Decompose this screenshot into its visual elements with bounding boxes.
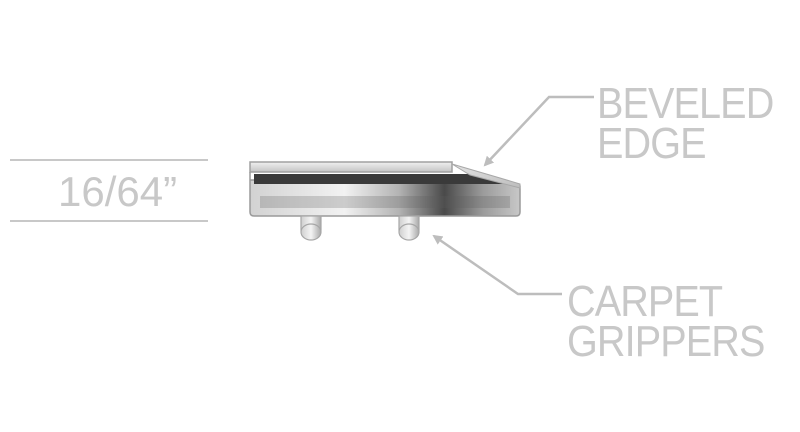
carpet-gripper-left	[300, 215, 322, 241]
strip-beveled-edge	[451, 163, 521, 189]
carpet-gripper-right	[398, 215, 420, 241]
strip-inner-shadow	[260, 196, 510, 208]
strip-top-lip	[249, 161, 453, 173]
carpet-grippers-label: CARPET GRIPPERS	[567, 277, 765, 366]
strip-dark-band	[254, 174, 510, 184]
beveled-edge-leader	[483, 95, 594, 167]
transition-strip-profile	[249, 161, 521, 217]
carpet-grippers-label-line1: CARPET	[567, 277, 723, 326]
carpet-grippers-label-line2: GRIPPERS	[567, 317, 765, 366]
carpet-grippers-leader	[432, 234, 562, 296]
thickness-label: 16/64”	[58, 168, 178, 215]
beveled-edge-label: BEVELED EDGE	[597, 79, 774, 168]
beveled-edge-label-line2: EDGE	[597, 119, 707, 168]
beveled-edge-label-line1: BEVELED	[597, 79, 774, 128]
